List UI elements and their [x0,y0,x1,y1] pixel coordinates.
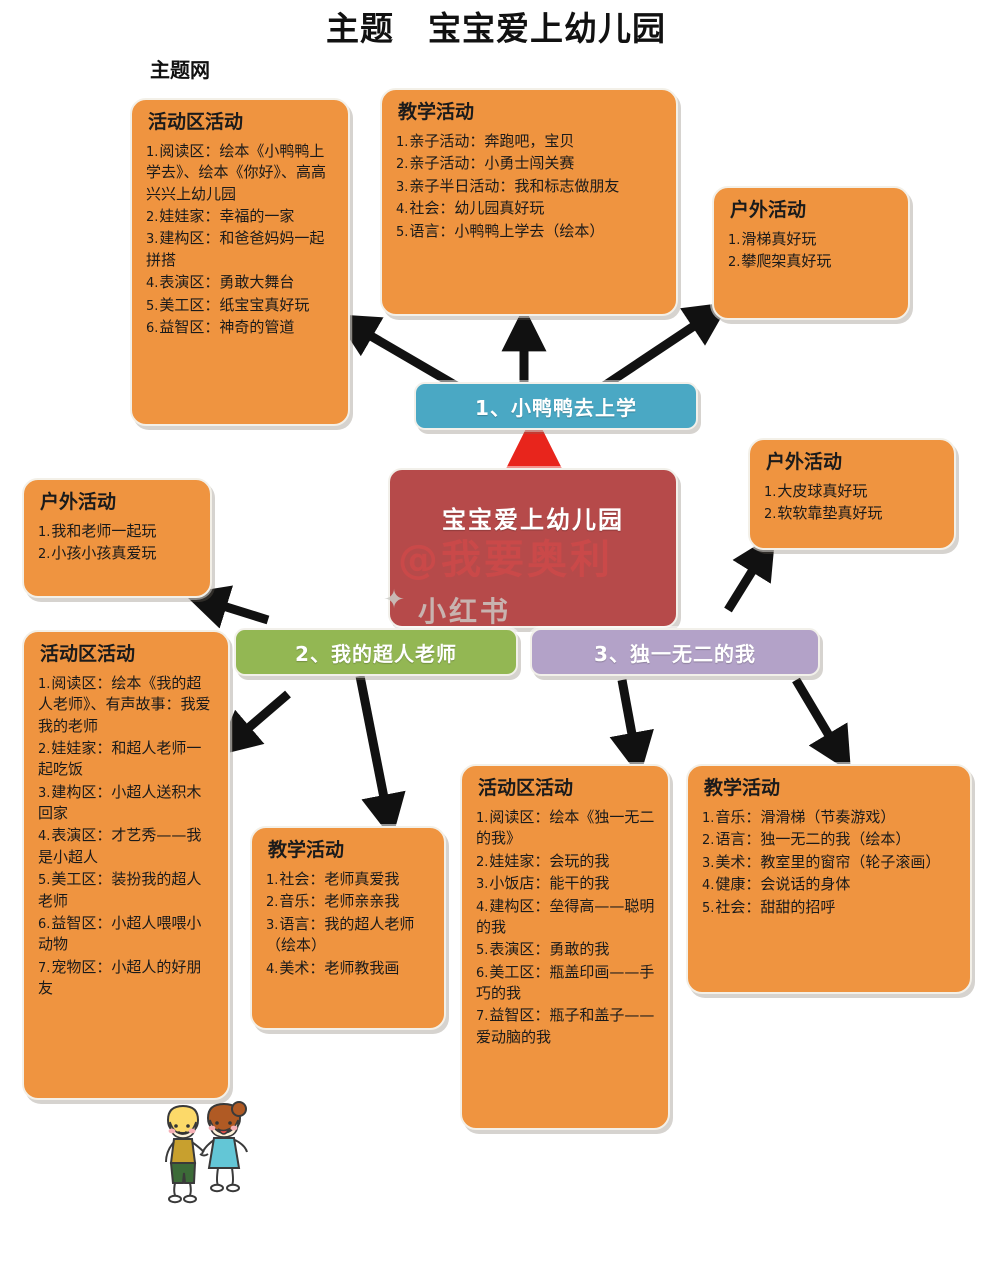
list-item: 3.美术：教室里的窗帘（轮子滚画） [702,852,941,871]
card-item-list: 1.社会：老师真爱我 2.音乐：老师亲亲我 3.语言：我的超人老师（绘本） 4.… [266,869,432,979]
list-item: 3.亲子半日活动：我和标志做朋友 [396,176,620,195]
card-item-list: 1.阅读区：绘本《独一无二的我》 2.娃娃家：会玩的我 3.小饭店：能干的我 4… [476,807,656,1048]
list-item: 7.益智区：瓶子和盖子——爱动脑的我 [476,1006,655,1046]
list-item: 6.益智区：神奇的管道 [146,318,295,336]
list-item: 1.滑梯真好玩 [728,229,817,248]
list-item: 4.表演区：勇敢大舞台 [146,273,295,292]
boy-figure [165,1104,205,1204]
card-b3-area-activities[interactable]: 活动区活动 1.阅读区：绘本《独一无二的我》 2.娃娃家：会玩的我 3.小饭店：… [460,764,670,1130]
list-item: 5.表演区：勇敢的我 [476,940,610,959]
list-item: 2.娃娃家：和超人老师一起吃饭 [38,738,202,779]
list-item: 5.语言：小鸭鸭上学去（绘本） [396,221,605,240]
list-item: 2.亲子活动：小勇士闯关赛 [396,154,575,173]
list-item: 1.阅读区：绘本《小鸭鸭上学去》、绘本《你好》、高高兴兴上幼儿园 [146,141,327,203]
list-item: 3.语言：我的超人老师（绘本） [266,914,415,955]
arrow-branch2-to-area [215,690,291,757]
card-title: 教学活动 [398,101,475,123]
list-item: 3.小饭店：能干的我 [476,874,610,893]
card-b1-teaching-activities[interactable]: 教学活动 1.亲子活动：奔跑吧，宝贝 2.亲子活动：小勇士闯关赛 3.亲子半日活… [380,88,678,316]
list-item: 1.我和老师一起玩 [38,521,157,540]
card-b3-outdoor-activities[interactable]: 户外活动 1.大皮球真好玩 2.软软靠垫真好玩 [748,438,956,550]
card-title: 户外活动 [730,199,807,221]
list-item: 1.阅读区：绘本《独一无二的我》 [476,807,655,848]
children-illustration [165,1101,248,1204]
card-b2-outdoor-activities[interactable]: 户外活动 1.我和老师一起玩 2.小孩小孩真爱玩 [22,478,212,598]
list-item: 2.软软靠垫真好玩 [764,504,883,523]
list-item: 1.音乐：滑滑梯（节奏游戏） [702,807,896,826]
card-title: 户外活动 [766,451,843,473]
card-b3-teaching-activities[interactable]: 教学活动 1.音乐：滑滑梯（节奏游戏） 2.语言：独一无二的我（绘本） 3.美术… [686,764,972,994]
card-item-list: 1.大皮球真好玩 2.软软靠垫真好玩 [764,481,942,525]
card-item-list: 1.我和老师一起玩 2.小孩小孩真爱玩 [38,521,198,565]
list-item: 3.建构区：和爸爸妈妈一起拼搭 [146,229,325,269]
list-item: 5.社会：甜甜的招呼 [702,897,836,916]
list-item: 4.表演区：才艺秀——我是小超人 [38,826,202,866]
arrow-branch3-to-area [609,679,654,778]
list-item: 2.语言：独一无二的我（绘本） [702,830,911,849]
branch-node-2-label: 2、我的超人老师 [295,641,457,666]
subtitle-theme-web: 主题网 [150,58,210,82]
card-title: 活动区活动 [478,777,574,799]
arrow-branch2-to-teaching [355,675,406,840]
girl-figure [201,1101,248,1193]
card-b2-area-activities[interactable]: 活动区活动 1.阅读区：绘本《我的超人老师》、有声故事：我爱我的老师 2.娃娃家… [22,630,230,1100]
list-item: 1.阅读区：绘本《我的超人老师》、有声故事：我爱我的老师 [38,673,211,735]
arrow-branch1-to-outdoor [601,302,730,390]
card-item-list: 1.阅读区：绘本《小鸭鸭上学去》、绘本《你好》、高高兴兴上幼儿园 2.娃娃家：幸… [146,141,336,339]
page-title: 主题 宝宝爱上幼儿园 [326,9,666,48]
branch-node-3[interactable]: 3、独一无二的我 [530,628,820,676]
arrow-branch2-to-outdoor [183,585,270,629]
arrow-branch3-to-outdoor [724,533,776,613]
card-b1-outdoor-activities[interactable]: 户外活动 1.滑梯真好玩 2.攀爬架真好玩 [712,186,910,320]
card-title: 教学活动 [268,839,345,861]
list-item: 7.宠物区：小超人的好朋友 [38,957,202,998]
card-item-list: 1.亲子活动：奔跑吧，宝贝 2.亲子活动：小勇士闯关赛 3.亲子半日活动：我和标… [396,131,664,242]
arrow-branch3-to-teaching [792,677,852,773]
card-title: 活动区活动 [148,111,244,133]
card-item-list: 1.音乐：滑滑梯（节奏游戏） 2.语言：独一无二的我（绘本） 3.美术：教室里的… [702,807,958,918]
card-title: 活动区活动 [40,643,136,665]
list-item: 2.音乐：老师亲亲我 [266,892,400,911]
list-item: 4.健康：会说话的身体 [702,875,851,894]
list-item: 2.娃娃家：幸福的一家 [146,206,295,225]
list-item: 1.大皮球真好玩 [764,481,868,500]
center-node-label: 宝宝爱上幼儿园 [442,506,624,534]
center-node-theme[interactable]: 宝宝爱上幼儿园 [388,468,678,628]
list-item: 1.社会：老师真爱我 [266,869,400,888]
card-item-list: 1.滑梯真好玩 2.攀爬架真好玩 [728,229,896,273]
branch-node-1-label: 1、小鸭鸭去上学 [475,395,637,420]
list-item: 5.美工区：纸宝宝真好玩 [146,295,310,314]
card-b2-teaching-activities[interactable]: 教学活动 1.社会：老师真爱我 2.音乐：老师亲亲我 3.语言：我的超人老师（绘… [250,826,446,1030]
list-item: 1.亲子活动：奔跑吧，宝贝 [396,131,575,150]
list-item: 2.娃娃家：会玩的我 [476,851,610,870]
list-item: 2.小孩小孩真爱玩 [38,544,157,563]
list-item: 4.美术：老师教我画 [266,958,400,977]
list-item: 6.美工区：瓶盖印画——手巧的我 [476,962,655,1003]
branch-node-3-label: 3、独一无二的我 [594,641,756,666]
list-item: 2.攀爬架真好玩 [728,252,832,271]
list-item: 3.建构区：小超人送积木回家 [38,782,202,823]
branch-node-2[interactable]: 2、我的超人老师 [234,628,518,676]
card-b1-area-activities[interactable]: 活动区活动 1.阅读区：绘本《小鸭鸭上学去》、绘本《你好》、高高兴兴上幼儿园 2… [130,98,350,426]
list-item: 4.建构区：垒得高——聪明的我 [476,896,655,936]
card-title: 户外活动 [40,491,117,513]
list-item: 4.社会：幼儿园真好玩 [396,199,545,218]
arrow-branch1-to-area [333,314,463,392]
list-item: 5.美工区：装扮我的超人老师 [38,870,202,910]
card-item-list: 1.阅读区：绘本《我的超人老师》、有声故事：我爱我的老师 2.娃娃家：和超人老师… [38,673,216,1000]
list-item: 6.益智区：小超人喂喂小动物 [38,913,202,954]
branch-node-1[interactable]: 1、小鸭鸭去上学 [414,382,698,430]
card-title: 教学活动 [704,777,781,799]
